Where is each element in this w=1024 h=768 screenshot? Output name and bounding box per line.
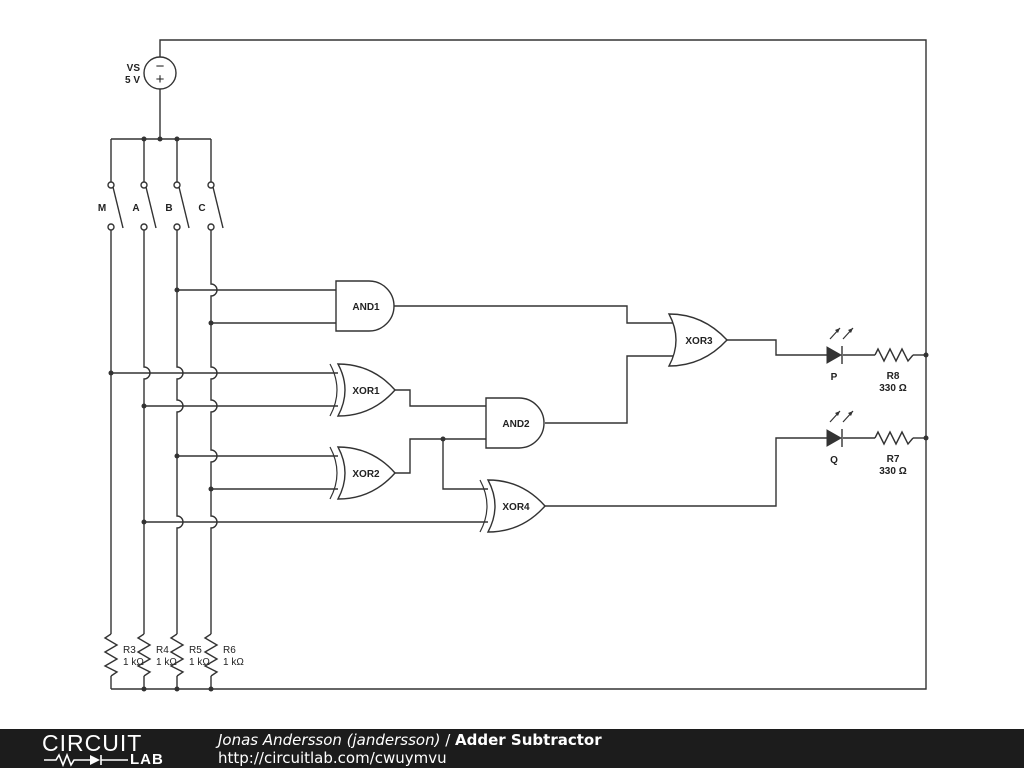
resistor-r5[interactable]: R5 1 kΩ (169, 633, 210, 677)
author-name[interactable]: Jonas Andersson (jandersson) (218, 731, 441, 749)
credit-line: Jonas Andersson (jandersson) / Adder Sub… (218, 731, 602, 749)
switch-m[interactable]: M (98, 181, 124, 231)
logo-text-circuit: CIRCUIT (42, 730, 143, 756)
junction-dots (108, 136, 929, 692)
resistor-r7-value: 330 Ω (879, 466, 906, 477)
gate-xor2-label: XOR2 (352, 469, 380, 480)
circuit-title[interactable]: Adder Subtractor (455, 731, 602, 749)
circuitlab-logo[interactable]: CIRCUIT LAB (42, 730, 177, 768)
resistor-r6-name: R6 (223, 645, 236, 656)
gate-and2[interactable]: AND2 (485, 397, 545, 449)
gate-xor1[interactable]: XOR1 (329, 363, 396, 417)
resistor-r5-name: R5 (189, 645, 202, 656)
gate-xor3[interactable]: XOR3 (667, 313, 728, 367)
resistor-r4-name: R4 (156, 645, 169, 656)
source-plus-symbol: + (156, 71, 165, 88)
resistor-r7-name: R7 (887, 454, 900, 465)
gate-xor1-label: XOR1 (352, 386, 380, 397)
resistor-r4[interactable]: R4 1 kΩ (136, 633, 177, 677)
switch-a[interactable]: A (132, 181, 157, 231)
credit-separator: / (440, 731, 456, 749)
switch-m-label: M (98, 203, 106, 214)
switch-b-label: B (165, 203, 172, 214)
switch-c-label: C (198, 203, 205, 214)
wires (110, 39, 927, 690)
led-q-label: Q (830, 455, 838, 466)
resistor-r8[interactable]: R8 330 Ω (874, 347, 914, 394)
source-minus-symbol: − (156, 58, 165, 75)
resistor-r4-value: 1 kΩ (156, 657, 177, 668)
schematic: − + VS 5 V M A B C AND1 XOR1 (98, 39, 929, 692)
resistor-r8-name: R8 (887, 371, 900, 382)
resistor-r3-name: R3 (123, 645, 136, 656)
footer-bar: CIRCUIT LAB Jonas Andersson (jandersson)… (0, 729, 1024, 768)
gate-xor3-label: XOR3 (685, 336, 713, 347)
source-value-label: 5 V (125, 75, 140, 86)
resistor-r3-value: 1 kΩ (123, 657, 144, 668)
circuit-url-link[interactable]: http://circuitlab.com/cwuymvu (218, 749, 447, 767)
resistor-r3[interactable]: R3 1 kΩ (103, 633, 144, 677)
logo-waveform-icon (44, 753, 128, 767)
resistor-r6[interactable]: R6 1 kΩ (203, 633, 244, 677)
gate-xor4-label: XOR4 (502, 502, 530, 513)
led-p[interactable]: P (826, 327, 854, 383)
gate-xor2[interactable]: XOR2 (329, 446, 396, 500)
resistor-r7[interactable]: R7 330 Ω (874, 430, 914, 477)
gate-and2-label: AND2 (502, 419, 530, 430)
led-q[interactable]: Q (826, 410, 854, 466)
switch-a-label: A (132, 203, 139, 214)
switch-c[interactable]: C (198, 181, 224, 231)
resistor-r5-value: 1 kΩ (189, 657, 210, 668)
source-name-label: VS (127, 63, 141, 74)
led-p-label: P (831, 372, 838, 383)
resistor-r6-value: 1 kΩ (223, 657, 244, 668)
switch-b[interactable]: B (165, 181, 190, 231)
voltage-source[interactable]: − + VS 5 V (125, 56, 177, 90)
led-q-light-arrows-icon (829, 410, 854, 423)
led-p-light-arrows-icon (829, 327, 854, 340)
logo-text-lab: LAB (130, 751, 164, 768)
gate-and1-label: AND1 (352, 302, 380, 313)
gate-and1[interactable]: AND1 (335, 280, 395, 332)
gate-xor4[interactable]: XOR4 (479, 479, 546, 533)
resistor-r8-value: 330 Ω (879, 383, 906, 394)
